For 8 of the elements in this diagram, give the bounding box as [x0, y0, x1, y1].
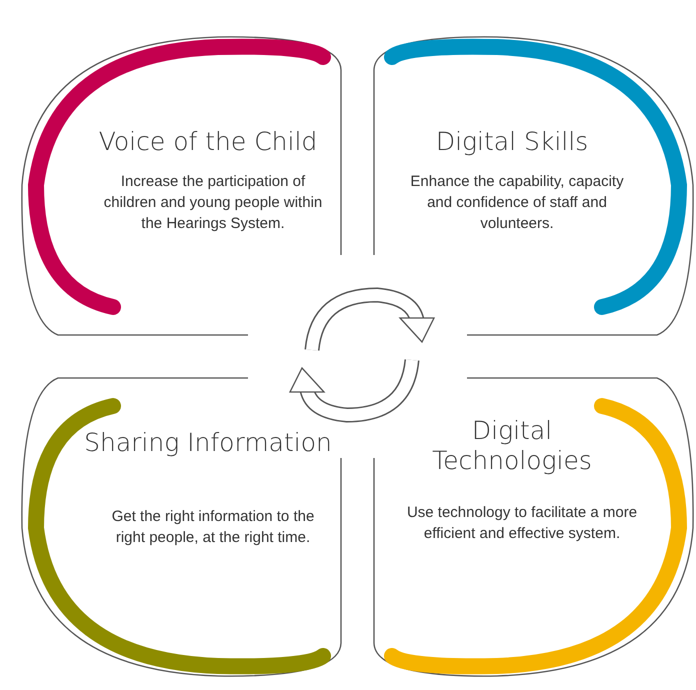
- quadrant-description: Increase the participation of children and young people within the Hearings System.: [102, 172, 324, 234]
- quadrant-heading: Voice of the Child: [98, 127, 318, 157]
- quadrant-description: Get the right information to the right people, at the right time.: [110, 507, 316, 548]
- quadrant-heading: Digital Skills: [434, 127, 590, 157]
- quadrant-description: Enhance the capability, capacity and confidence of staff and volunteers.: [409, 172, 625, 234]
- quadrant-description: Use technology to facilitate a more efficient and effective system.: [406, 503, 638, 544]
- quadrant-heading: Sharing Information: [83, 428, 333, 458]
- quadrant-heading: Digital Technologies: [431, 416, 593, 476]
